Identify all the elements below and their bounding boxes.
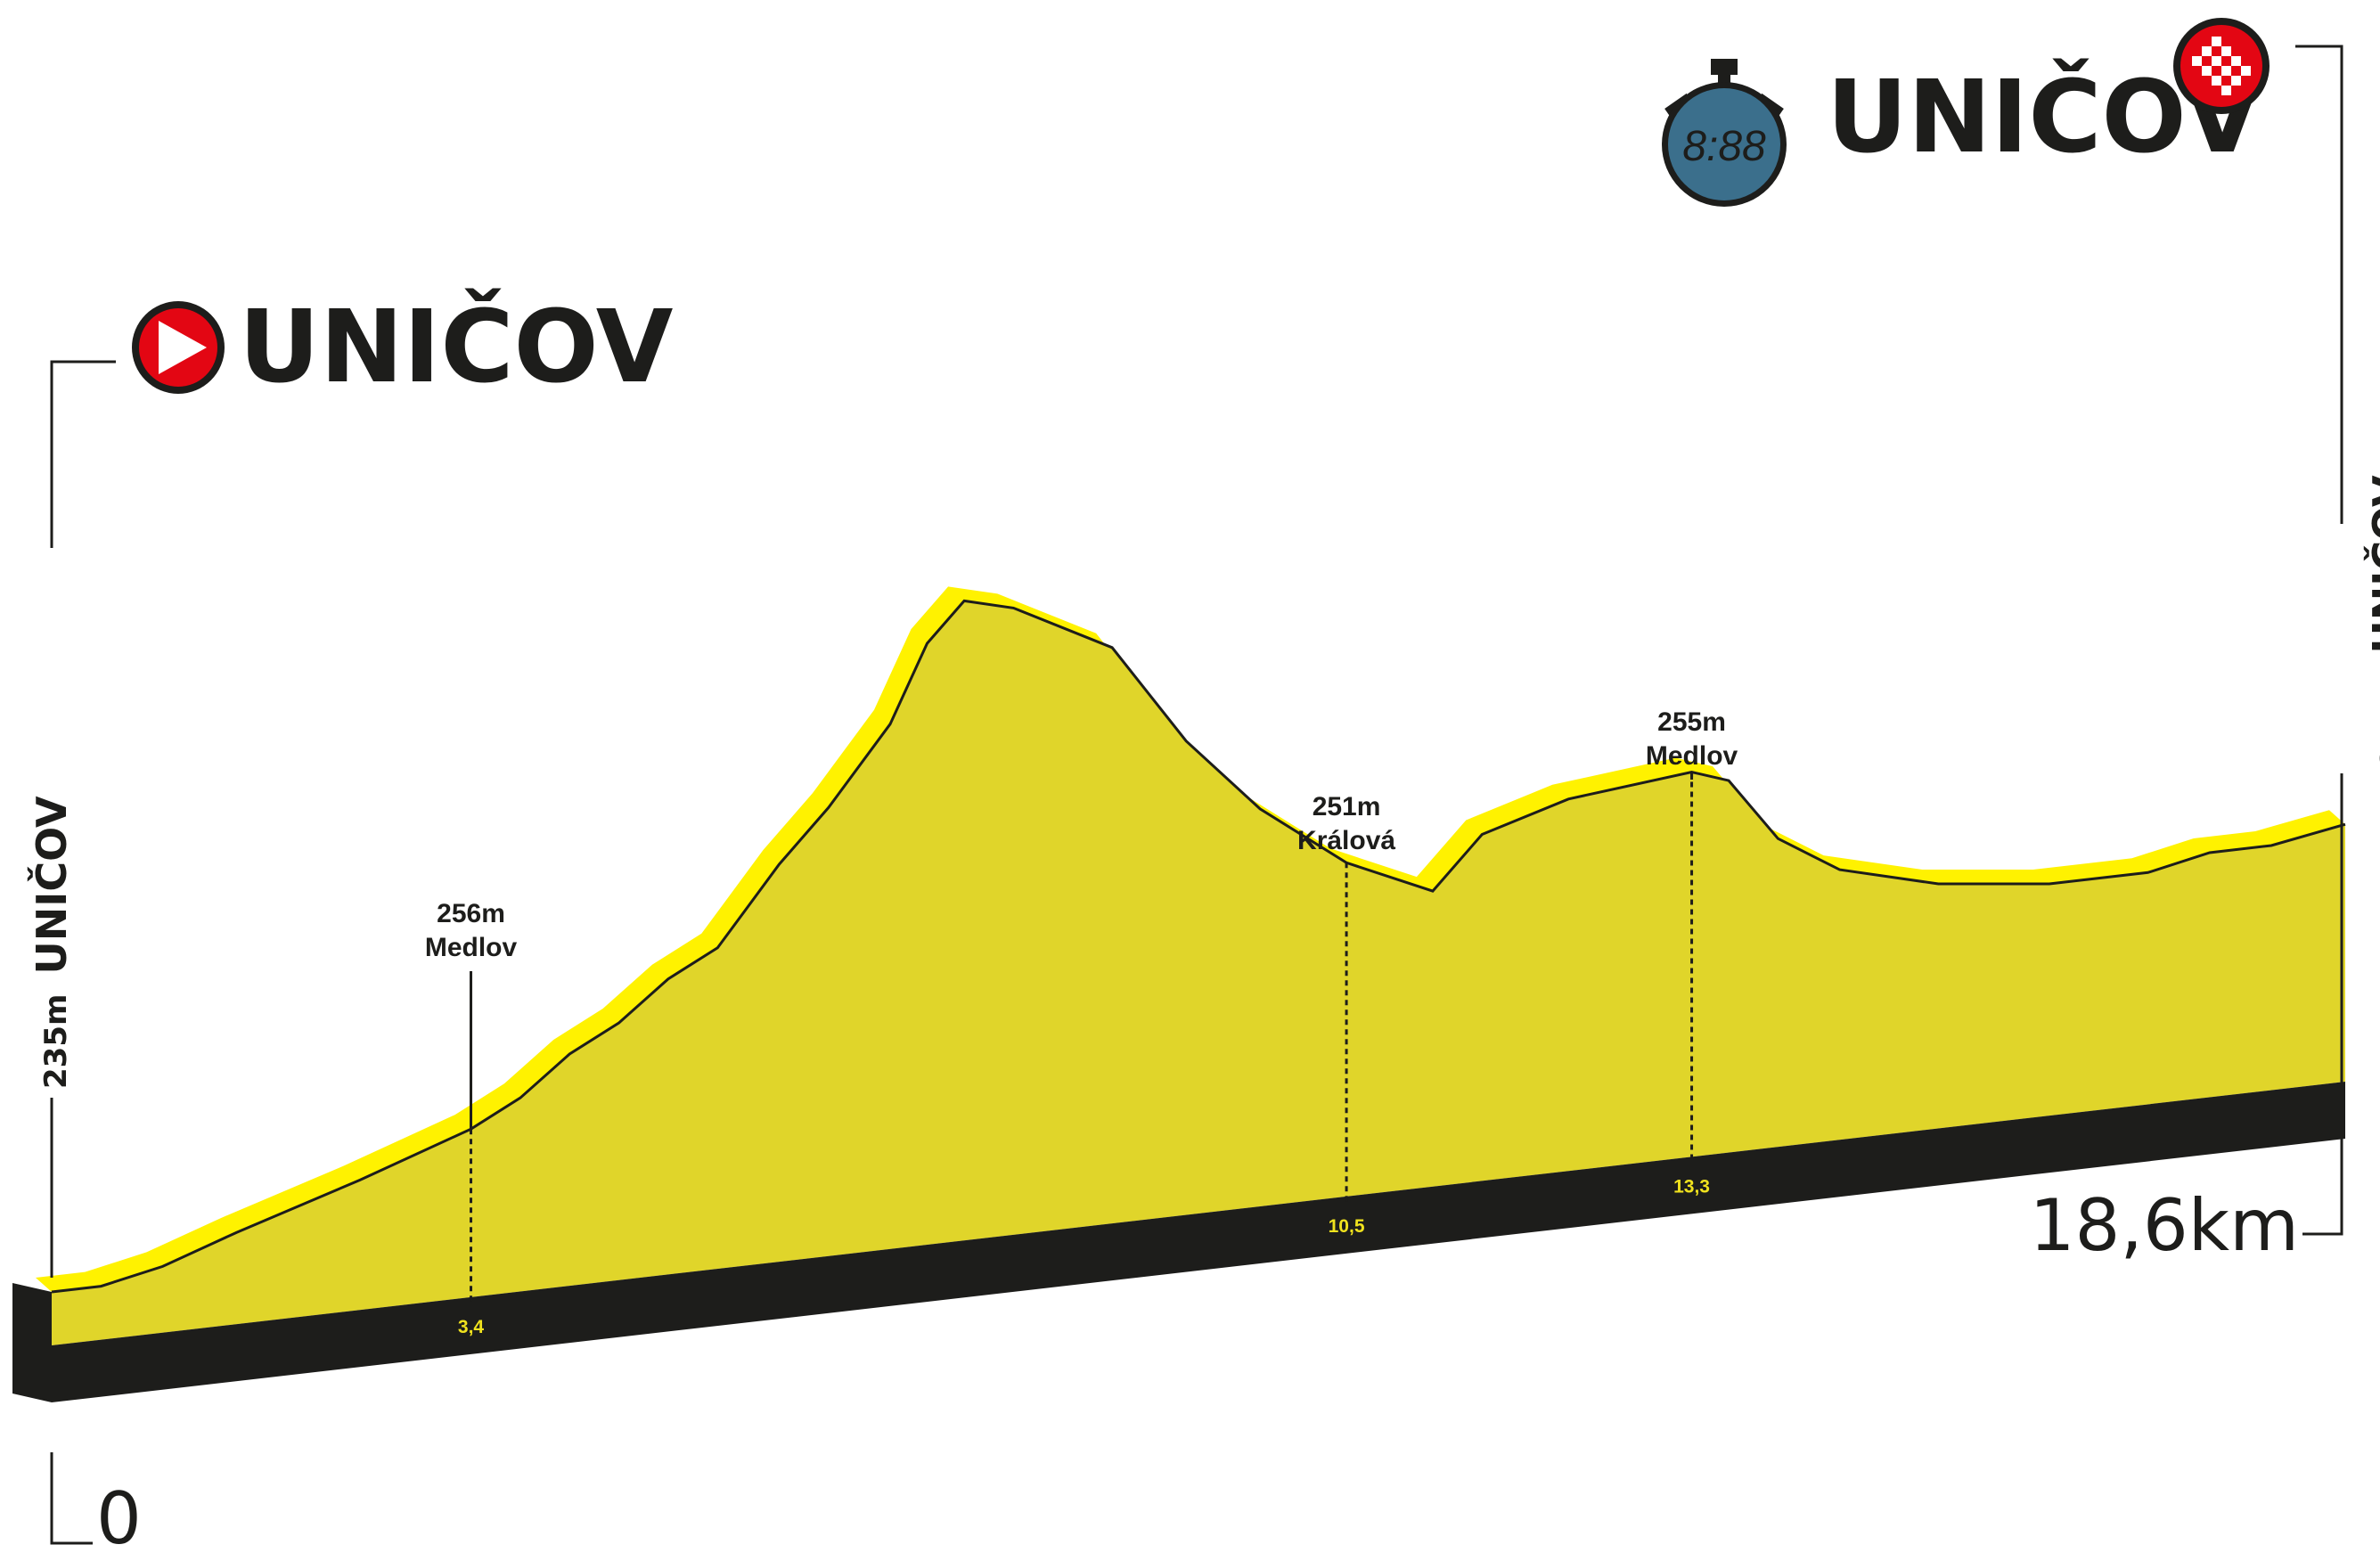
left-bracket-bottom: [50, 1452, 93, 1545]
waypoint-km: 3,4: [458, 1317, 485, 1337]
waypoint-name: Medlov: [425, 933, 518, 962]
start-play-icon: [132, 301, 225, 394]
left-edge-altitude: 235m: [38, 994, 74, 1089]
time-trial-stopwatch-icon: 8:88: [1662, 59, 1787, 207]
axis-start-label: 0: [96, 1477, 142, 1557]
waypoint-altitude: 256m: [437, 899, 505, 928]
right-bracket: [2295, 45, 2343, 1236]
right-edge-altitude: 235m: [2375, 674, 2380, 768]
base-band: [52, 1082, 2345, 1402]
profile-area: [52, 601, 2345, 1345]
finish-checkered-flag-icon: [2173, 18, 2270, 114]
waypoint-km: 10,5: [1329, 1216, 1365, 1237]
left-face: [12, 1283, 52, 1402]
start-marker: UNIČOV: [132, 289, 674, 405]
left-edge-label: 235m UNIČOV: [28, 796, 76, 1089]
left-edge-town: UNIČOV: [28, 796, 76, 975]
left-bracket-top: [50, 360, 116, 548]
finish-marker: 8:88 UNIČOV: [1662, 18, 2270, 207]
waypoint-km: 13,3: [1673, 1176, 1710, 1197]
left-bracket: [50, 360, 116, 1545]
waypoint-name: Králová: [1297, 826, 1395, 855]
axis-end-label: 18,6km: [2030, 1184, 2299, 1267]
profile-layer: [12, 586, 2346, 1402]
checker-pattern: [2192, 37, 2251, 95]
start-town: UNIČOV: [239, 289, 674, 405]
waypoint-name: Medlov: [1646, 741, 1738, 771]
right-bracket-bottom: [2302, 773, 2343, 1236]
waypoint-altitude: 255m: [1657, 707, 1726, 737]
stopwatch-display: 8:88: [1682, 123, 1766, 170]
waypoint-altitude: 251m: [1313, 792, 1381, 821]
waypoint-layer: 256mMedlov3,4251mKrálová10,5255mMedlov13…: [425, 707, 1738, 1337]
right-edge-town: UNIČOV: [2364, 475, 2380, 654]
right-bracket-top: [2295, 45, 2343, 524]
profile-line: [51, 599, 2346, 1294]
right-edge-label: 235m UNIČOV: [2364, 475, 2380, 768]
